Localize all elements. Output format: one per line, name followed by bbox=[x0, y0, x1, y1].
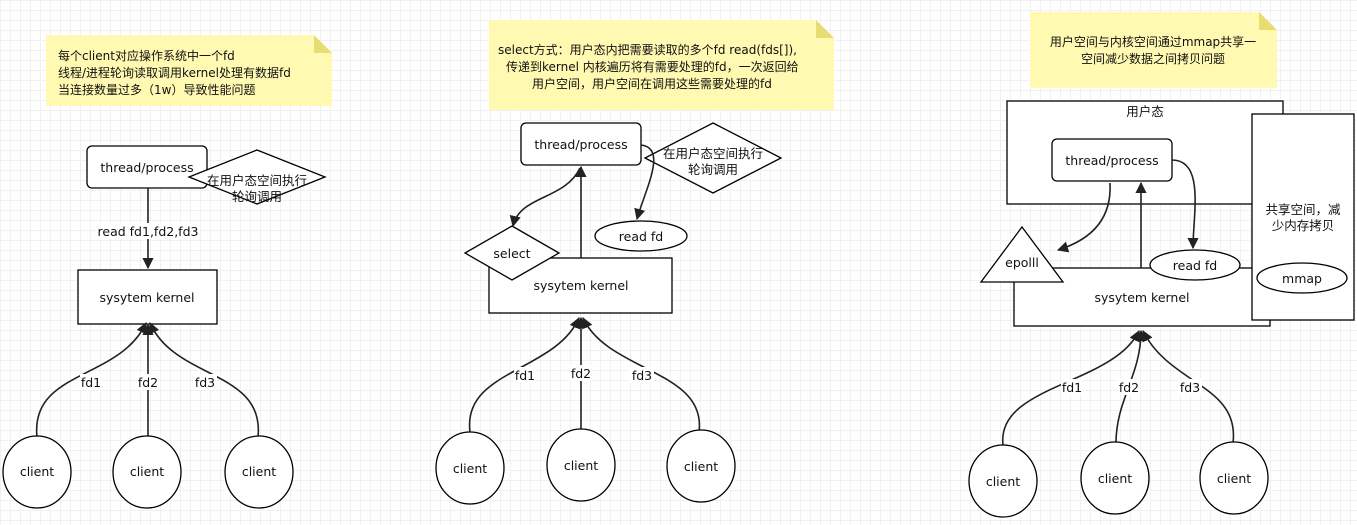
panel-2: select方式：用户态内把需要读取的多个fd read(fds[]), 传递到… bbox=[435, 20, 834, 505]
thread-process-label: thread/process bbox=[1065, 153, 1158, 168]
polling-diamond-line-2: 轮询调用 bbox=[688, 162, 738, 177]
shared-space-line-2: 少内存拷贝 bbox=[1272, 218, 1335, 233]
client-node[interactable] bbox=[224, 435, 294, 509]
client-node[interactable] bbox=[666, 429, 736, 503]
kernel-label: sysytem kernel bbox=[99, 290, 194, 305]
fd3-label: fd3 bbox=[1180, 380, 1200, 395]
polling-diamond-line-2: 轮询调用 bbox=[232, 189, 282, 204]
user-space-label: 用户态 bbox=[1126, 104, 1164, 119]
select-label: select bbox=[493, 246, 530, 261]
fd1-edge bbox=[468, 316, 581, 433]
thread-process-label: thread/process bbox=[100, 160, 193, 175]
note-1-line-2: 线程/进程轮询读取调用kernel处理有数据fd bbox=[58, 65, 291, 80]
note-2: select方式：用户态内把需要读取的多个fd read(fds[]), 传递到… bbox=[489, 20, 834, 110]
panel-3: 用户空间与内核空间通过mmap共享一 空间减少数据之间拷贝问题 用户态 sysy… bbox=[968, 12, 1355, 518]
client-node[interactable] bbox=[435, 431, 505, 505]
read-fd-label: read fd bbox=[619, 229, 663, 244]
note-1-line-3: 当连接数量过多（1w）导致性能问题 bbox=[58, 82, 255, 97]
client-label: client bbox=[564, 458, 598, 473]
fd1-label: fd1 bbox=[81, 375, 101, 390]
client-label: client bbox=[684, 459, 718, 474]
fd3-label: fd3 bbox=[195, 375, 215, 390]
read-fd-label: read fd bbox=[1173, 258, 1217, 273]
polling-diamond[interactable] bbox=[187, 149, 327, 205]
polling-diamond[interactable] bbox=[643, 122, 783, 194]
thread-process-box[interactable] bbox=[520, 122, 642, 166]
shared-space-line-1: 共享空间，减 bbox=[1265, 202, 1341, 217]
thread-process-label: thread/process bbox=[534, 137, 627, 152]
kernel-label: sysytem kernel bbox=[533, 278, 628, 293]
note-2-line-1: select方式：用户态内把需要读取的多个fd read(fds[]), bbox=[498, 42, 797, 57]
thread-process-box[interactable] bbox=[86, 145, 208, 189]
fd1-edge bbox=[1002, 329, 1140, 446]
client-label: client bbox=[20, 464, 54, 479]
client-label: client bbox=[1217, 471, 1251, 486]
read-fd-node[interactable] bbox=[1149, 249, 1241, 281]
client-label: client bbox=[242, 464, 276, 479]
note-3-line-1: 用户空间与内核空间通过mmap共享一 bbox=[1050, 34, 1256, 49]
select-edge bbox=[509, 167, 581, 228]
note-2-line-3: 用户空间，用户空间在调用这些需要处理的fd bbox=[532, 76, 772, 91]
client-label: client bbox=[453, 461, 487, 476]
read-edge-label: read fd1,fd2,fd3 bbox=[98, 224, 199, 239]
fd2-label: fd2 bbox=[571, 366, 591, 381]
client-node[interactable] bbox=[968, 444, 1038, 518]
client-label: client bbox=[130, 464, 164, 479]
note-2-line-2: 传递到kernel 内核遍历将有需要处理的fd，一次返回给 bbox=[506, 59, 799, 74]
fd1-edge bbox=[36, 321, 147, 438]
read-fd-edge bbox=[634, 144, 655, 221]
mmap-node[interactable] bbox=[1256, 262, 1348, 294]
note-1: 每个client对应操作系统中一个fd 线程/进程轮询读取调用kernel处理有… bbox=[46, 35, 332, 106]
mmap-label: mmap bbox=[1282, 271, 1322, 286]
fd1-label: fd1 bbox=[515, 368, 535, 383]
note-3: 用户空间与内核空间通过mmap共享一 空间减少数据之间拷贝问题 bbox=[1030, 12, 1277, 88]
client-node[interactable] bbox=[1199, 441, 1269, 515]
select-diamond[interactable] bbox=[463, 225, 561, 281]
fd2-label: fd2 bbox=[1119, 380, 1139, 395]
note-3-line-2: 空间减少数据之间拷贝问题 bbox=[1081, 51, 1225, 66]
fd3-label: fd3 bbox=[632, 368, 652, 383]
client-node[interactable] bbox=[546, 428, 616, 502]
client-label: client bbox=[986, 474, 1020, 489]
epoll-label: epolll bbox=[1005, 255, 1039, 270]
fd1-label: fd1 bbox=[1062, 380, 1082, 395]
polling-diamond-line-1: 在用户态空间执行 bbox=[663, 146, 763, 161]
client-node[interactable] bbox=[2, 435, 72, 509]
client-label: client bbox=[1098, 471, 1132, 486]
panel-1: 每个client对应操作系统中一个fd 线程/进程轮询读取调用kernel处理有… bbox=[2, 35, 332, 509]
note-1-line-1: 每个client对应操作系统中一个fd bbox=[58, 48, 235, 63]
kernel-label: sysytem kernel bbox=[1094, 290, 1189, 305]
read-fd-node[interactable] bbox=[594, 220, 688, 252]
client-node[interactable] bbox=[112, 435, 182, 509]
epoll-edge bbox=[1056, 182, 1111, 253]
fd2-label: fd2 bbox=[138, 375, 158, 390]
client-node[interactable] bbox=[1080, 441, 1150, 515]
polling-diamond-line-1: 在用户态空间执行 bbox=[207, 173, 307, 188]
epoll-triangle[interactable] bbox=[979, 225, 1065, 283]
read-fd-edge bbox=[1171, 159, 1199, 250]
